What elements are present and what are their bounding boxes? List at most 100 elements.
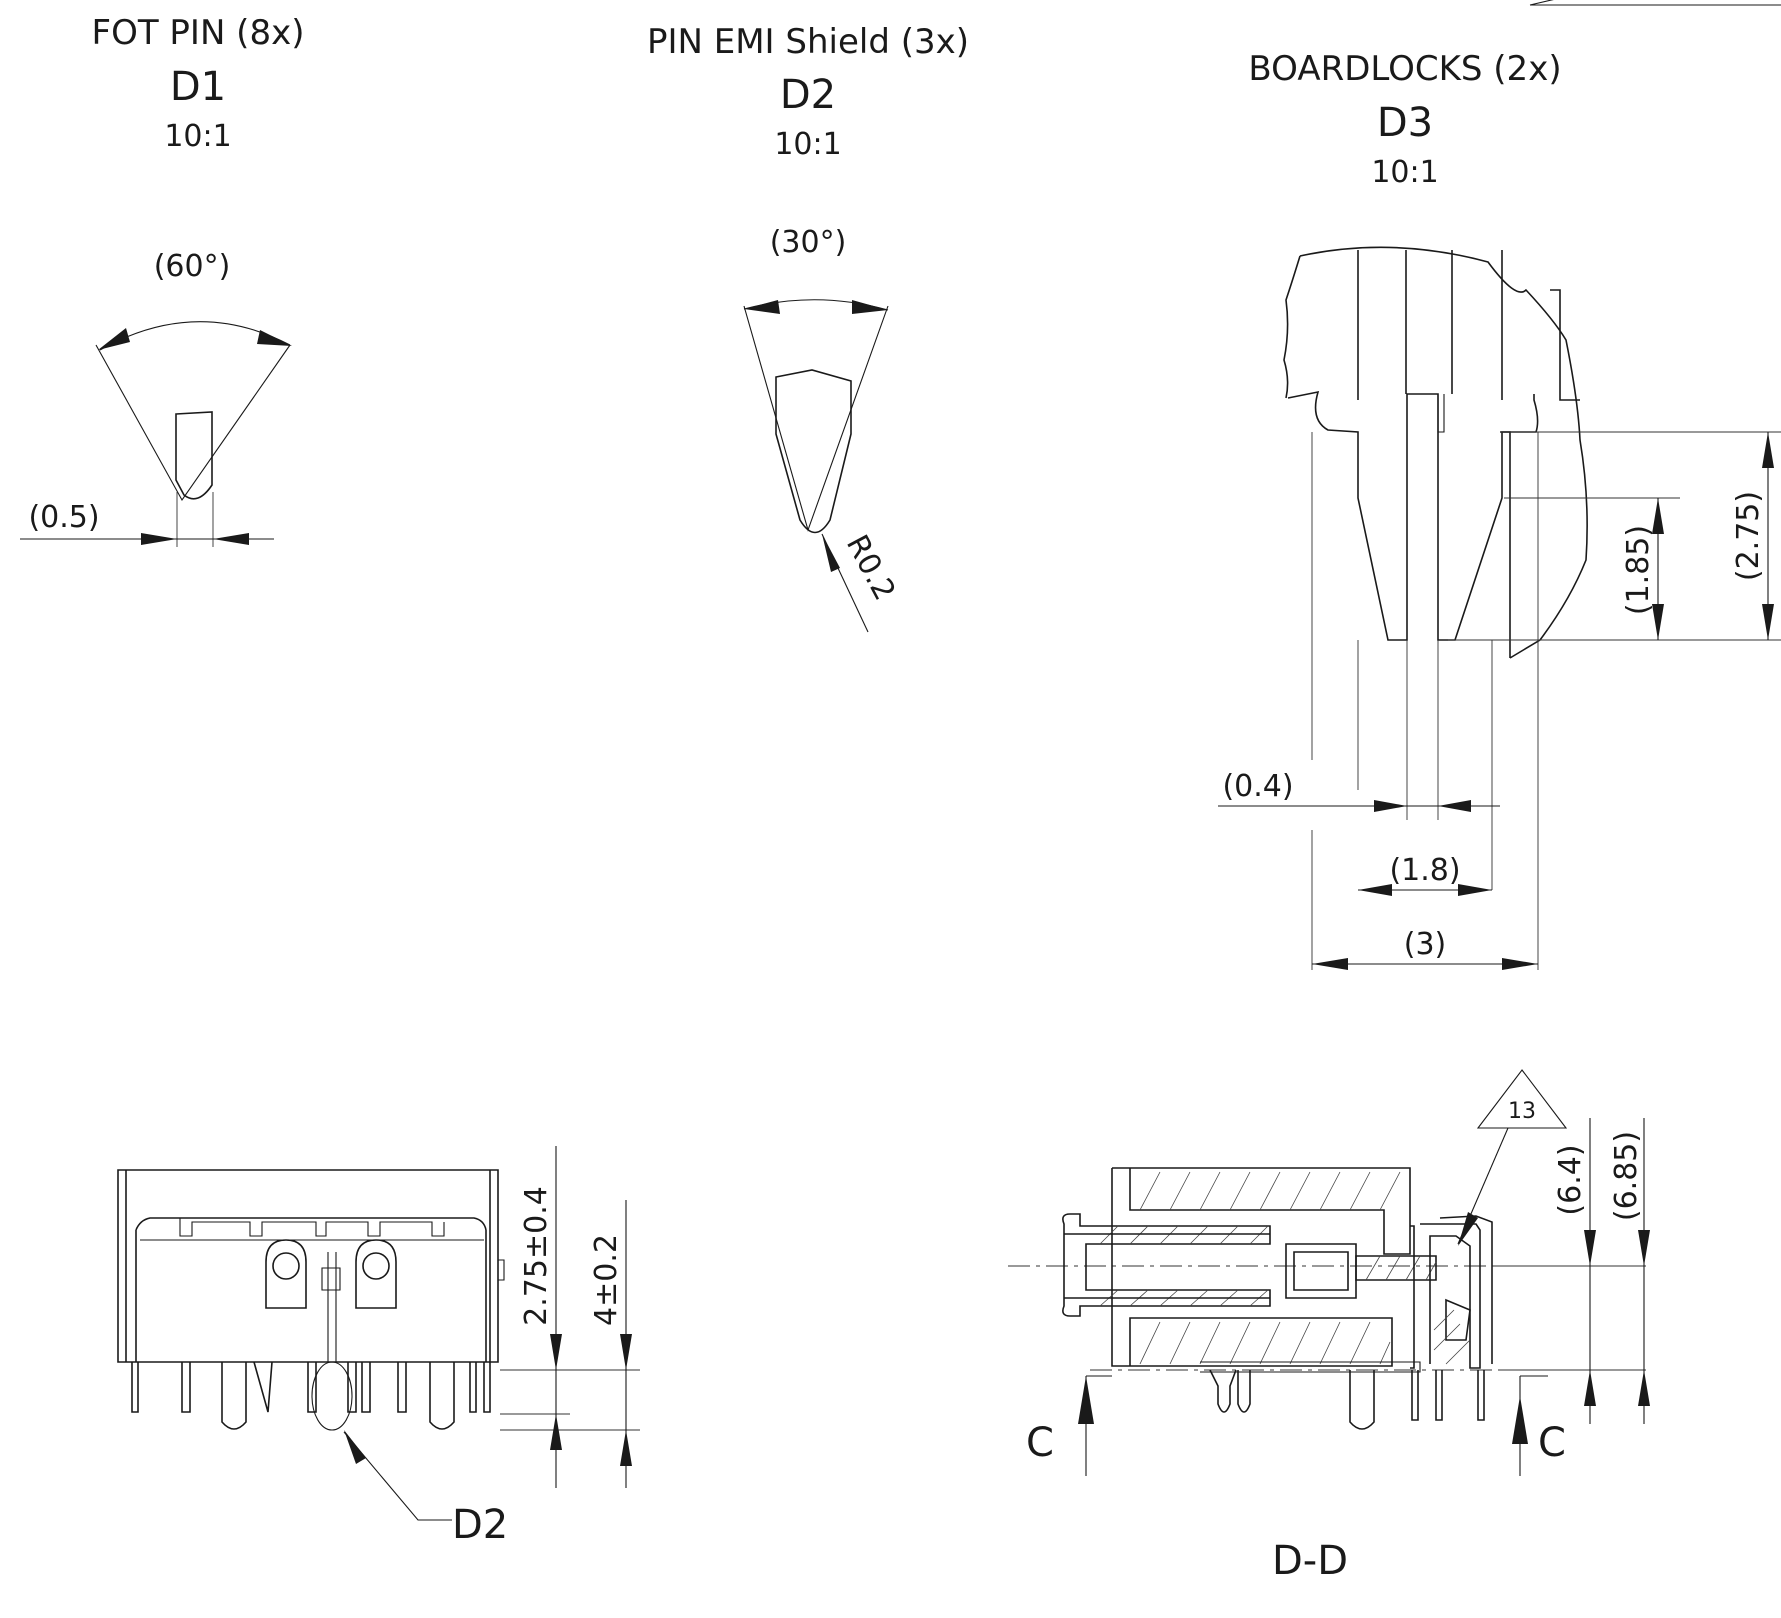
- section-bottom-hatch: [1139, 1321, 1391, 1365]
- d3-scale: 10:1: [1371, 155, 1438, 190]
- d3-dim-total-arrow-left: [1312, 958, 1348, 970]
- d1-arc-arrow-left: [98, 328, 130, 350]
- d1-dim-arrow-right: [213, 533, 249, 545]
- front-side-latch: [498, 1259, 505, 1281]
- d2-scale: 10:1: [774, 127, 841, 162]
- d3-dim-pitch-label: (1.8): [1389, 853, 1460, 888]
- front-dim-a-label: 2.75±0.4: [519, 1186, 554, 1326]
- section-dim-b-arrows: [1638, 1230, 1650, 1406]
- section-cut-arrow-left: [1078, 1376, 1094, 1424]
- d1-pin-profile: [175, 411, 213, 500]
- section-rear-detail: [1439, 1215, 1493, 1364]
- section-dim-a-label: (6.4): [1553, 1144, 1588, 1215]
- section-cut-lines: [1085, 1375, 1548, 1476]
- d2-angle-lines: [743, 305, 889, 532]
- d2-arc-arrow-right: [852, 300, 888, 314]
- d1-name: D1: [170, 64, 226, 110]
- section-note-triangle: [1476, 1069, 1568, 1129]
- d3-dim-slot-arrow-top: [1652, 498, 1664, 534]
- d3-side-rib: [1500, 289, 1580, 658]
- section-plug-inner: [1064, 1233, 1270, 1299]
- d2-radius-label: R0.2: [839, 529, 902, 606]
- section-rear-shield: [1410, 1223, 1481, 1369]
- section-dim-b-label: (6.85): [1609, 1131, 1644, 1221]
- section-pcb-pins: [1411, 1370, 1485, 1421]
- d3-dim-pitch-arrow-right: [1458, 884, 1492, 896]
- front-port-outline: [135, 1217, 487, 1362]
- d3-dim-height-arrow-bottom: [1762, 604, 1774, 640]
- d2-pin-profile: [775, 369, 852, 534]
- front-dim-b-arrows: [620, 1334, 632, 1466]
- front-center-divider: [321, 1252, 341, 1362]
- d3-dim-total-arrow-right: [1502, 958, 1538, 970]
- front-d2-leader: [343, 1431, 452, 1521]
- section-contact-hatch: [1365, 1255, 1437, 1281]
- front-port-b-hole: [362, 1252, 390, 1280]
- d3-dim-tip-label: (0.4): [1222, 769, 1293, 804]
- d1-scale: 10:1: [164, 119, 231, 154]
- d1-width-label: (0.5): [28, 500, 99, 535]
- d3-body-break-left: [1283, 255, 1301, 399]
- front-pins: [131, 1361, 491, 1430]
- front-housing-outline: [117, 1169, 499, 1363]
- front-port-a-hole: [272, 1252, 300, 1280]
- d3-dim-total-label: (3): [1404, 927, 1447, 962]
- section-rear-hatch: [1433, 1309, 1471, 1365]
- front-ext-lines: [500, 1369, 640, 1431]
- d3-body-slots: [1357, 250, 1503, 400]
- d3-body-break-right: [1299, 246, 1588, 659]
- section-note-marker: 13: [1508, 1099, 1536, 1124]
- front-view: D2 2.75±0.4 4±0.2: [117, 1146, 640, 1548]
- front-housing-edges: [125, 1170, 491, 1362]
- front-port-a: [265, 1239, 307, 1309]
- d1-angle-lines: [95, 344, 291, 502]
- section-plug-sleeve: [1062, 1213, 1271, 1317]
- front-d2-callout-label: D2: [452, 1502, 508, 1548]
- d1-ext-lines: [176, 492, 214, 547]
- section-dim-a-arrows: [1584, 1230, 1596, 1406]
- section-top-wall: [1112, 1167, 1411, 1255]
- d3-dim-height-arrow-top: [1762, 432, 1774, 468]
- d3-ext-lines-h: [1448, 431, 1781, 641]
- d3-ext-lines: [1311, 432, 1539, 970]
- d3-dim-tip-arrow-left: [1374, 800, 1407, 812]
- d1-title: FOT PIN (8x): [92, 13, 305, 53]
- front-d2-callout-circle: [311, 1361, 353, 1431]
- front-port-b: [355, 1239, 397, 1309]
- d3-dim-slot-arrow-bottom: [1652, 604, 1664, 640]
- section-cut-left-label: C: [1026, 1420, 1054, 1466]
- section-pcb-pin-large: [1349, 1370, 1375, 1430]
- d2-name: D2: [780, 72, 836, 118]
- front-dim-a-arrows: [550, 1334, 562, 1450]
- section-ext-lines: [1494, 1265, 1646, 1371]
- section-ferrule: [1285, 1243, 1357, 1299]
- d2-radius-arrow: [822, 534, 840, 572]
- section-cut-arrow-right: [1512, 1396, 1528, 1444]
- section-view: C C 13 (6.4) (6.85) D-D: [1008, 1069, 1650, 1584]
- section-standoff: [1200, 1361, 1421, 1373]
- d3-name: D3: [1377, 100, 1433, 146]
- d2-angle-label: (30°): [770, 225, 847, 260]
- section-note-arrow: [1458, 1212, 1478, 1246]
- d3-center-gap: [1437, 394, 1445, 433]
- detail-d2: PIN EMI Shield (3x) D2 10:1 (30°) R0.2: [647, 22, 969, 633]
- section-cut-right-label: C: [1538, 1420, 1566, 1466]
- d3-dim-pitch-arrow-left: [1358, 884, 1392, 896]
- front-d2-leader-arrow: [344, 1430, 366, 1464]
- detail-d1: FOT PIN (8x) D1 10:1 (60°) (0.5): [20, 13, 304, 547]
- d3-boardlock-profile: [1287, 390, 1539, 641]
- section-boardlock: [1209, 1369, 1251, 1413]
- d1-dim-arrow-left: [141, 533, 177, 545]
- d3-dim-tip-arrow-right: [1438, 800, 1471, 812]
- front-dim-b-label: 4±0.2: [589, 1234, 624, 1326]
- d2-title: PIN EMI Shield (3x): [647, 22, 969, 62]
- section-contact: [1355, 1255, 1437, 1281]
- d2-arc-arrow-left: [744, 300, 780, 314]
- frame-corner: [1529, 0, 1781, 6]
- front-contact-tabs: [179, 1218, 445, 1237]
- section-top-hatch: [1139, 1171, 1401, 1211]
- section-bottom-wall: [1111, 1168, 1393, 1367]
- d3-dim-slot-label: (1.85): [1621, 525, 1656, 615]
- d3-dim-height-label: (2.75): [1731, 491, 1766, 581]
- d1-arc-arrow-right: [257, 330, 292, 346]
